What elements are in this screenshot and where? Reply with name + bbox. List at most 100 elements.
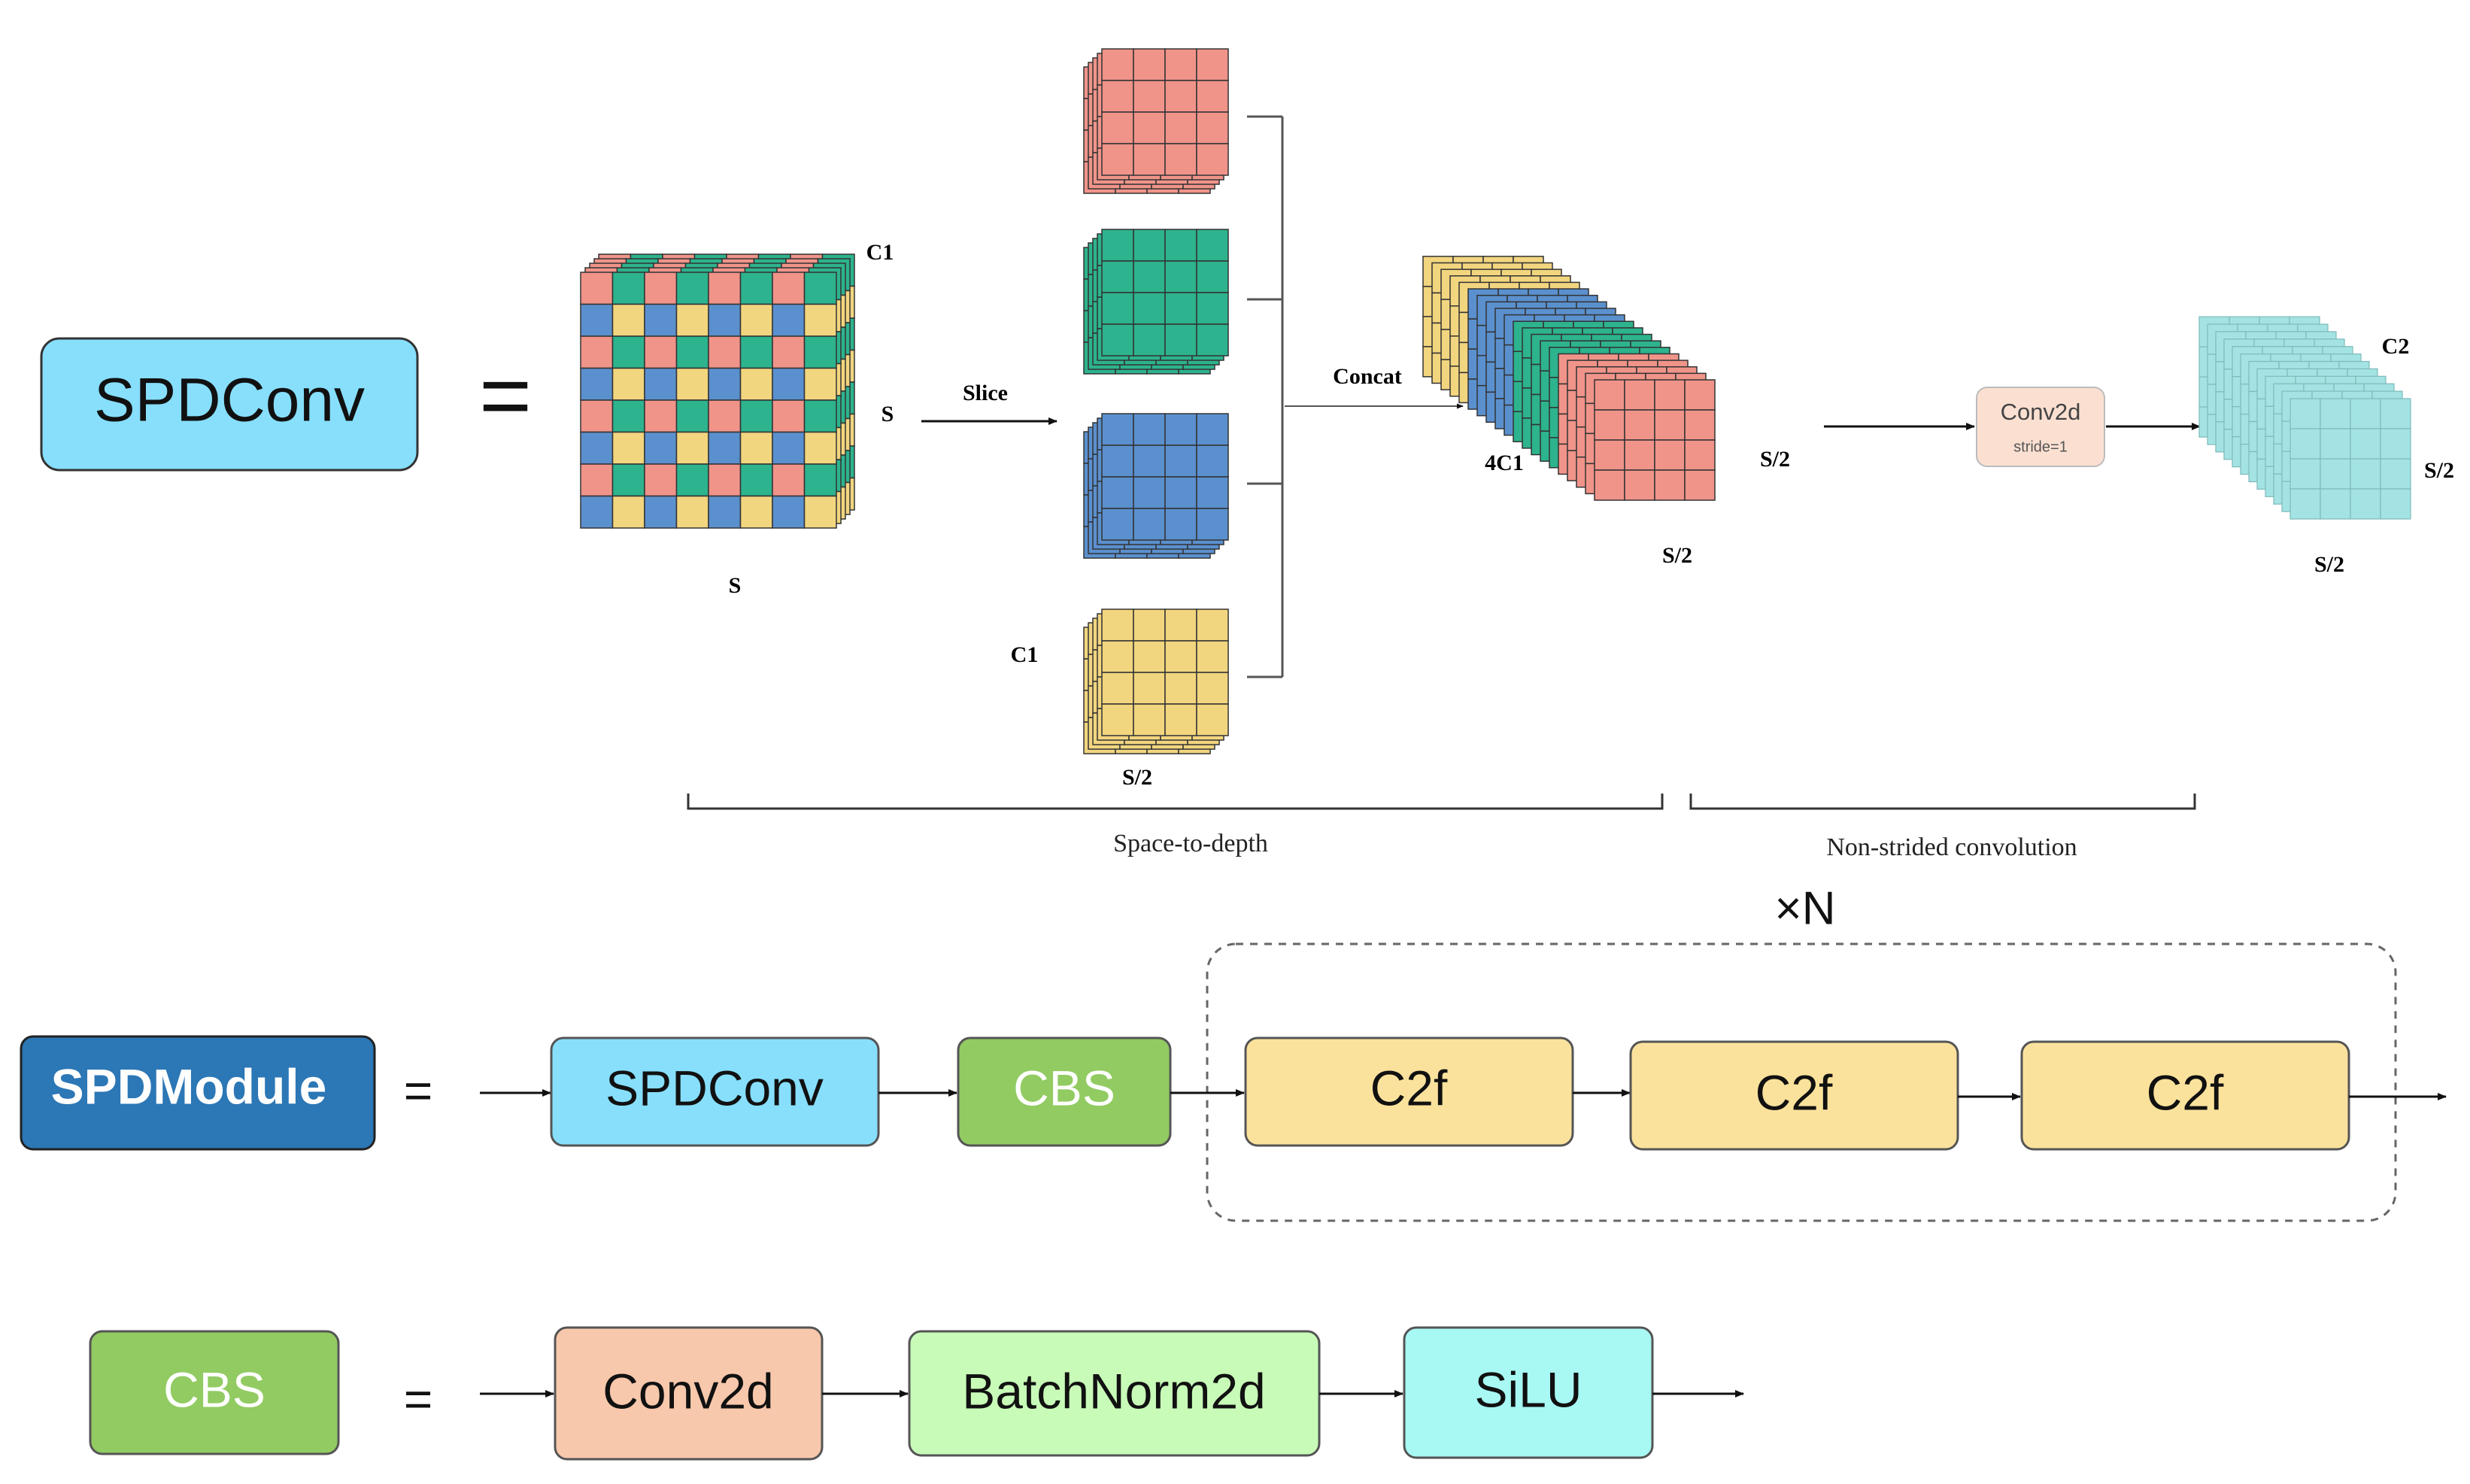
spdmodule-cbs-label: CBS [1013,1060,1115,1115]
input-cell [803,335,837,369]
spdconv-equals: = [479,345,532,446]
map-cell [1196,672,1229,705]
spdconv-title: SPDConv [94,366,365,435]
map-cell [1133,111,1166,144]
input-channels-label: C1 [866,240,894,265]
map-cell [1133,476,1166,509]
input-cell [739,463,773,497]
concat-cell [1624,379,1655,411]
map-cell [1101,323,1134,357]
map-cell [1133,323,1166,357]
concat-cell [1684,379,1716,411]
concat-width-label: S/2 [1662,543,1692,568]
input-cell [675,495,709,529]
map-cell [1133,48,1166,81]
cbs-equals: = [404,1370,433,1426]
map-cell [1101,672,1134,705]
input-cell [611,399,645,433]
concat-cell [1624,439,1655,471]
input-cell [739,335,773,369]
map-cell [1164,260,1197,293]
input-cell [803,495,837,529]
input-cell [580,431,614,465]
input-cell [708,495,742,529]
concat-cell [1624,409,1655,441]
input-cell [772,463,806,497]
output-cell [2350,398,2381,429]
map-cell [1133,640,1166,673]
map-cell [1196,48,1229,81]
output-cell [2289,458,2321,490]
c2f-label-3: C2f [2147,1064,2224,1120]
map-cell [1101,508,1134,541]
map-cell [1101,80,1134,113]
map-cell [1196,260,1229,293]
input-height-label: S [881,402,894,426]
output-cell [2289,488,2321,520]
spdmodule-spdconv-label: SPDConv [605,1060,824,1115]
input-cell [611,495,645,529]
map-cell [1164,80,1197,113]
input-cell [739,399,773,433]
concat-connector [1247,115,1284,678]
output-cell [2320,458,2351,490]
cbs-silu-label: SiLU [1474,1361,1582,1417]
slice-blue-cube [1083,413,1229,559]
c2f-label-1: C2f [1370,1060,1448,1115]
input-cell [708,303,742,337]
conv2d-stride-sub: stride=1 [2013,439,2068,455]
slice-channels-label: C1 [1011,642,1039,667]
output-cell [2380,398,2411,429]
input-cell [772,303,806,337]
map-cell [1101,292,1134,325]
output-cell [2380,458,2411,490]
map-cell [1164,143,1197,176]
output-channels-label: C2 [2382,334,2410,359]
map-cell [1133,292,1166,325]
input-cell [675,367,709,401]
map-cell [1133,80,1166,113]
input-cell [708,399,742,433]
map-cell [1164,111,1197,144]
map-cell [1164,445,1197,478]
map-cell [1196,445,1229,478]
output-cell [2350,428,2381,460]
input-cell [803,303,837,337]
input-cell [708,272,742,305]
concat-cell [1594,409,1625,441]
spdmodule-title: SPDModule [51,1058,327,1114]
input-cell [772,367,806,401]
input-cell [611,272,645,305]
output-cell [2289,398,2321,429]
map-cell [1101,476,1134,509]
map-cell [1164,476,1197,509]
spdmodule-equals: = [404,1062,433,1118]
map-cell [1101,445,1134,478]
input-cell [772,495,806,529]
input-cell [708,431,742,465]
concat-channels-label: 4C1 [1485,451,1524,475]
input-cell [611,463,645,497]
map-cell [1196,80,1229,113]
concat-cell [1624,469,1655,501]
concat-height-label: S/2 [1760,447,1790,472]
input-cell [644,272,678,305]
map-cell [1196,229,1229,262]
concat-cell [1654,409,1686,441]
input-cell [580,399,614,433]
output-width-label: S/2 [2314,552,2344,577]
output-cell [2320,488,2351,520]
map-cell [1164,292,1197,325]
map-cell [1196,143,1229,176]
concat-cell [1594,379,1625,411]
concat-cell [1684,409,1716,441]
spdconv-definition: SPDConv = C1 S S Slice C1 S/2 Concat 4C1… [40,48,2454,861]
map-cell [1196,292,1229,325]
map-cell [1133,260,1166,293]
input-cell [739,367,773,401]
map-cell [1196,508,1229,541]
map-cell [1133,703,1166,736]
input-cell [644,399,678,433]
map-cell [1133,143,1166,176]
